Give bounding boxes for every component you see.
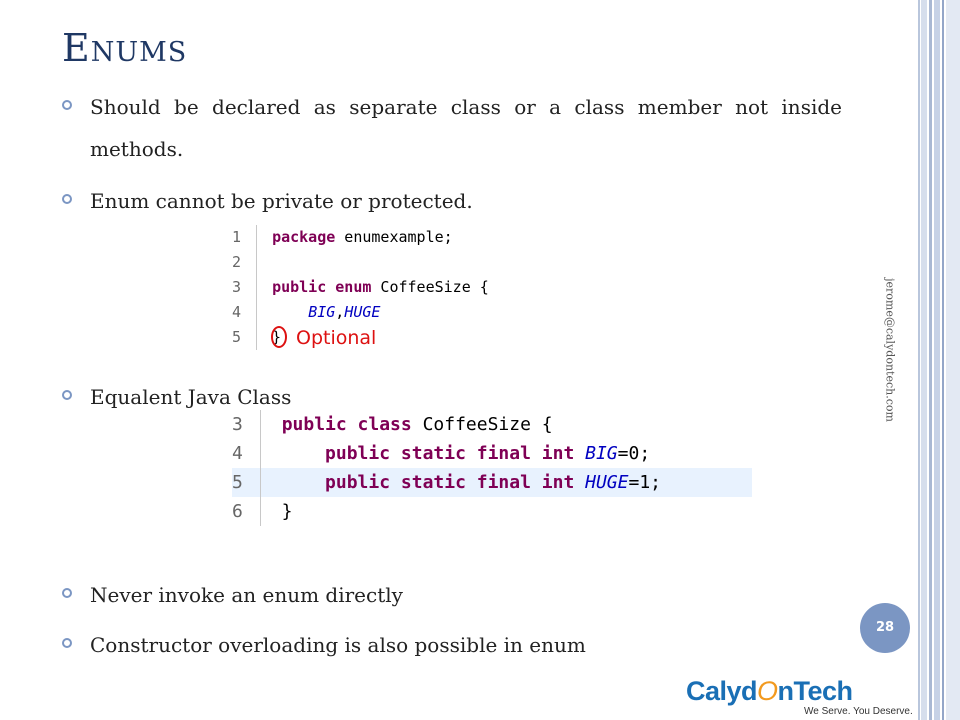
- code-line: 4 BIG,HUGE: [232, 303, 381, 321]
- logo-tagline: We Serve. You Deserve.: [804, 706, 913, 717]
- decor-stripe: [921, 0, 927, 720]
- slide-title: Enums: [62, 26, 188, 70]
- bullet-marker-icon: [62, 638, 72, 648]
- decor-stripe: [918, 0, 920, 720]
- code-line: 2: [232, 253, 242, 271]
- decor-stripe: [942, 0, 944, 720]
- code-snippet-enum: 1 package enumexample; 2 3 public enum C…: [232, 225, 532, 350]
- bullet-text: Enum cannot be private or protected.: [90, 189, 473, 213]
- code-line: 3 public class CoffeeSize {: [232, 414, 553, 435]
- code-snippet-class: 3 public class CoffeeSize { 4 public sta…: [232, 410, 752, 526]
- bullet-item: Enum cannot be private or protected.: [62, 180, 842, 222]
- bullet-item: Should be declared as separate class or …: [62, 86, 842, 170]
- bullet-marker-icon: [62, 390, 72, 400]
- code-line: 4 public static final int BIG=0;: [232, 443, 651, 464]
- logo-wordmark: CalydOnTech: [686, 676, 853, 706]
- page-number-badge: 28: [860, 603, 910, 653]
- bullet-item: Never invoke an enum directly: [62, 574, 842, 616]
- bullet-text: Equalent Java Class: [90, 385, 292, 409]
- code-line: 3 public enum CoffeeSize {: [232, 278, 489, 296]
- bullet-text: Constructor overloading is also possible…: [90, 633, 586, 657]
- bullet-marker-icon: [62, 194, 72, 204]
- code-line: 6 }: [232, 501, 293, 522]
- code-line: 5 public static final int HUGE=1;: [232, 468, 752, 497]
- decor-stripe: [934, 0, 940, 720]
- bullet-marker-icon: [62, 588, 72, 598]
- bullet-marker-icon: [62, 100, 72, 110]
- bullet-item: Equalent Java Class: [62, 376, 842, 418]
- side-email: jerome@calydontech.com: [880, 250, 900, 450]
- highlight-circle: [271, 326, 287, 348]
- bullet-item: Constructor overloading is also possible…: [62, 624, 842, 666]
- code-line: 1 package enumexample;: [232, 228, 453, 246]
- decor-stripe: [946, 0, 960, 720]
- company-logo: CalydOnTech We Serve. You Deserve.: [686, 676, 916, 720]
- decor-stripe: [929, 0, 932, 720]
- side-email-text: jerome@calydontech.com: [883, 278, 897, 422]
- bullet-text: Never invoke an enum directly: [90, 583, 403, 607]
- optional-annotation: Optional: [296, 327, 377, 349]
- bullet-text: Should be declared as separate class or …: [90, 95, 842, 161]
